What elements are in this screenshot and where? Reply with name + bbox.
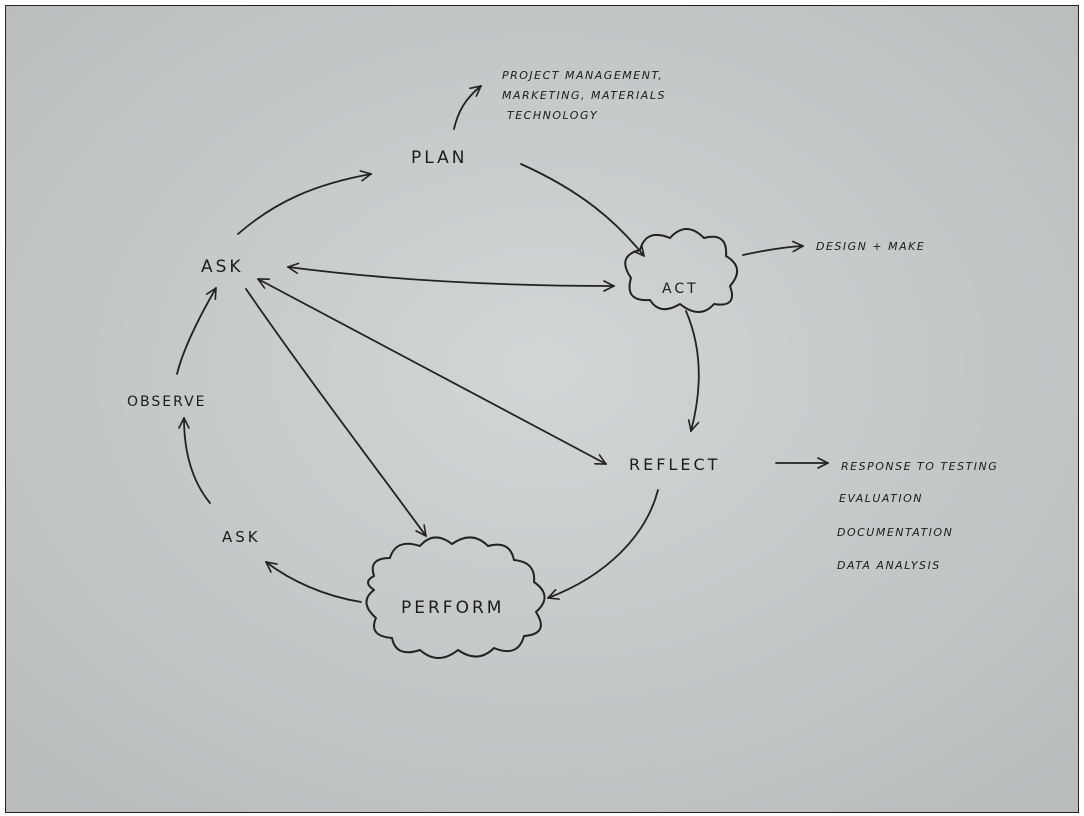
note-reflect-line: DATA ANALYSIS (837, 559, 941, 572)
perform-cloud-shape (365, 536, 546, 659)
node-ask-bottom: ASK (222, 528, 261, 546)
note-plan-line: MARKETING, MATERIALS (502, 89, 666, 102)
note-act: DESIGN + MAKE (816, 240, 925, 253)
arrow-ask-to-plan (237, 174, 371, 235)
arrow-perform-to-ask (266, 562, 362, 603)
note-reflect-line: RESPONSE TO TESTING (841, 460, 998, 473)
node-observe: OBSERVE (127, 394, 207, 410)
arrow-act-to-reflect (685, 310, 700, 431)
diagram-frame: PLAN ASK ACT OBSERVE REFLECT ASK PERFORM… (5, 5, 1079, 813)
node-ask-top: ASK (201, 257, 244, 277)
note-reflect-line: EVALUATION (839, 492, 923, 505)
note-plan: PROJECT MANAGEMENT, MARKETING, MATERIALS… (502, 69, 666, 122)
node-perform: PERFORM (401, 598, 504, 618)
arrow-ask-to-observe (184, 418, 211, 504)
node-plan: PLAN (411, 148, 467, 168)
cycle-diagram: PLAN ASK ACT OBSERVE REFLECT ASK PERFORM… (6, 6, 1078, 812)
arrow-plan-to-note (453, 86, 481, 130)
arrow-observe-to-ask (176, 288, 217, 375)
arrow-plan-to-act (520, 163, 644, 256)
arrow-act-to-note (742, 246, 803, 256)
note-reflect-line: DOCUMENTATION (837, 526, 953, 539)
connectors (176, 86, 828, 603)
node-reflect: REFLECT (629, 455, 720, 474)
act-cloud-shape (624, 228, 738, 313)
arrow-ask-to-perform (245, 288, 426, 536)
note-plan-line: PROJECT MANAGEMENT, (502, 69, 663, 82)
node-act: ACT (662, 281, 699, 297)
note-plan-line: TECHNOLOGY (507, 109, 598, 122)
arrow-ask-reflect-bidirectional (258, 278, 606, 465)
arrow-reflect-to-perform (548, 489, 659, 598)
note-reflect: RESPONSE TO TESTING EVALUATION DOCUMENTA… (837, 460, 998, 572)
